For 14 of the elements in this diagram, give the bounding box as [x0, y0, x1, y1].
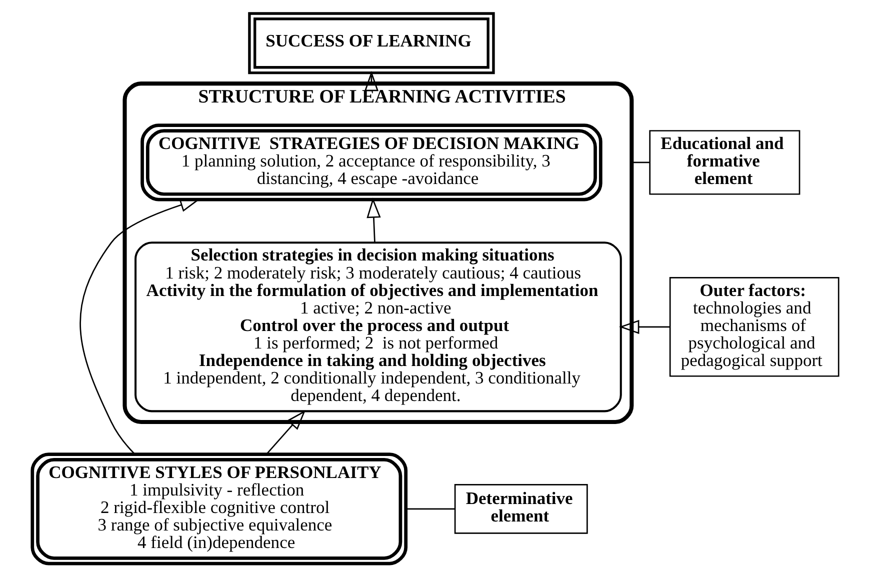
node-box: Determinative element: [454, 484, 588, 534]
connector: [631, 162, 650, 164]
arrow: [265, 410, 306, 455]
node-box: Educational and formative element: [648, 130, 800, 195]
node-box: Outer factors: technologies and mechanisms of psychological and pedagogical support: [668, 277, 839, 377]
node-box: SUCCESS OF LEARNING: [248, 12, 494, 74]
node-box: COGNITIVE STRATEGIES OF DECISION MAKING 1 planning solution, 2 acceptance of responsibility, 3 distancing, 4 escape -avoidance: [140, 124, 602, 202]
connector: [406, 508, 454, 510]
arrow: [79, 198, 200, 454]
node-box: COGNITIVE STYLES OF PERSONLAITY 1 impulsivity - reflection 2 rigid-flexible cognitive control 3 range of subjective equivalence 4 field (in)dependence: [30, 452, 408, 566]
arrow: [366, 198, 380, 242]
arrow: [364, 70, 378, 92]
arrow: [618, 320, 670, 334]
node-box: Selection strategies in decision making situations 1 risk; 2 moderately risk; 3 moderately cautious; 4 cautious Activity in the formulation of objectives and implementation 1 active; 2 non-active Control over the process and output 1 is performed; 2 is not performed Independence in taking and holding objectives 1 independent, 2 conditionally independent, 3 conditionally dependent, 4 dependent.: [134, 242, 622, 412]
